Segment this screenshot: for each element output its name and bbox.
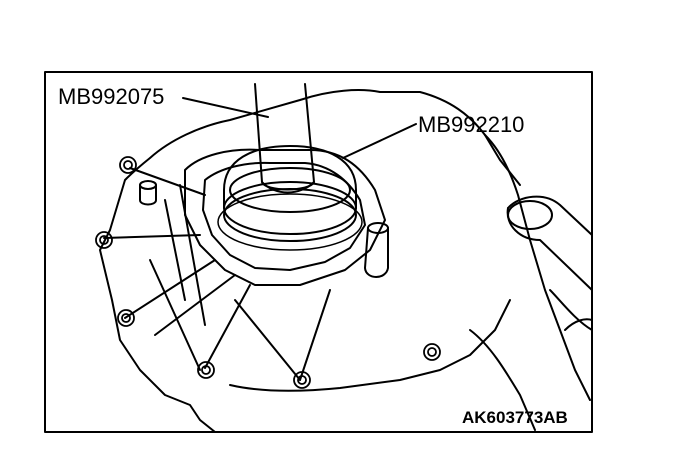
dowel-pins (139, 180, 389, 278)
figure-code: AK603773AB (462, 408, 568, 427)
figure-frame (44, 71, 593, 433)
flange-outline (184, 148, 386, 286)
flange-inner (202, 161, 366, 271)
housing-ribs (103, 167, 331, 381)
handle-bar-tool (254, 83, 315, 194)
output-shaft (469, 195, 593, 431)
housing-right-edge (484, 134, 591, 401)
callout-handle-bar: MB992075 (58, 84, 165, 109)
leader-line-tool-1 (182, 97, 269, 118)
housing-outline (99, 89, 521, 433)
seal-installer-tool (217, 145, 363, 251)
callout-seal-installer: MB992210 (418, 112, 525, 137)
leader-line-tool-2 (342, 123, 417, 159)
housing-bottom-edge (229, 299, 511, 392)
bolt-holes (95, 156, 441, 389)
